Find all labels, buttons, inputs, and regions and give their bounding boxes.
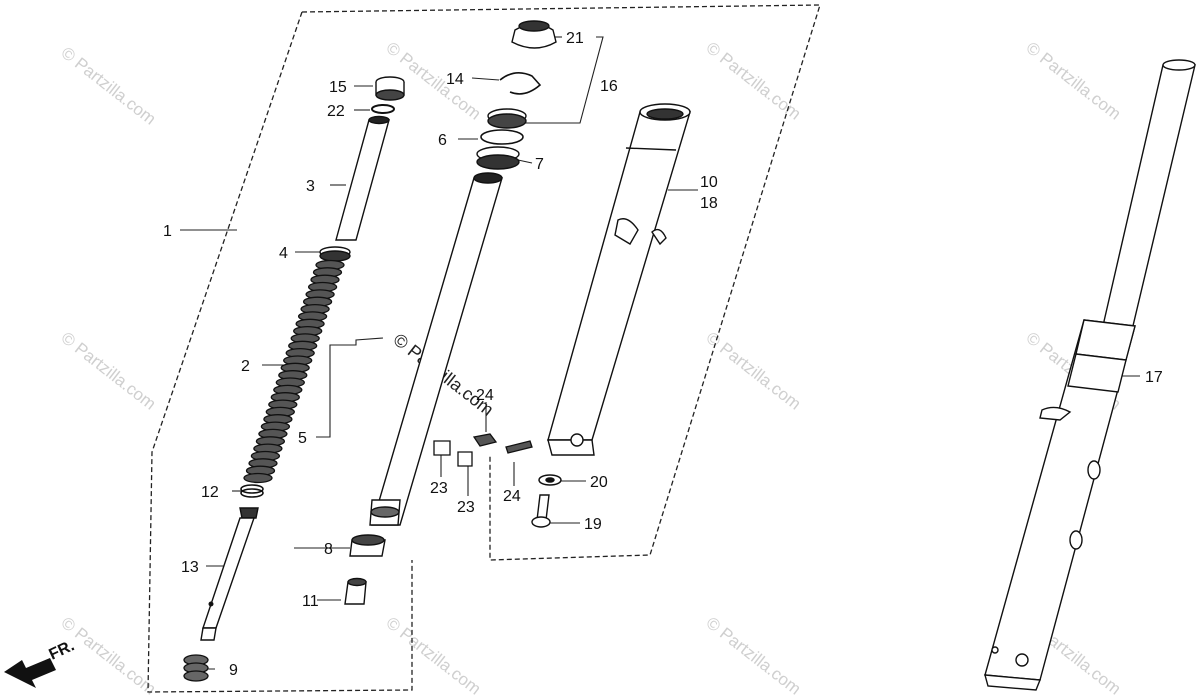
part-7-slider-bushing [476,146,520,170]
callout-12: 12 [201,484,219,501]
part-20-washer [538,474,562,486]
callout-2: 2 [241,358,250,375]
part-12-piston-ring [240,484,264,498]
callout-11: 11 [302,593,319,610]
assembly-outline [147,4,821,693]
callout-6: 6 [438,132,447,149]
callout-21: 21 [566,30,584,47]
callout-23a: 23 [430,480,448,497]
callout-24b: 24 [476,387,494,404]
callout-10: 10 [700,174,718,191]
part-11-oil-lock-piece [344,577,367,605]
watermark-1: © Partzilla.com [58,43,160,129]
callout-17: 17 [1145,369,1163,386]
callout-7: 7 [535,156,544,173]
callout-8: 8 [324,541,333,558]
front-direction-arrow: FR. [4,637,77,688]
callout-14: 14 [446,71,464,88]
callout-1: 1 [163,223,172,240]
callout-24a: 24 [503,488,521,505]
watermark-9: © Partzilla.com [383,613,485,699]
part-6-backup-ring [480,129,524,145]
callout-20: 20 [590,474,608,491]
part-14-stopper-ring [499,72,542,95]
part-9-rebound-spring [183,654,209,682]
part-15-cap-bolt [375,76,405,101]
watermark-4: © Partzilla.com [1023,38,1125,124]
part-3-spacer-tube [335,115,390,241]
callout-3: 3 [306,178,315,195]
callout-9: 9 [229,662,238,679]
watermark-10: © Partzilla.com [703,613,805,699]
part-16-oil-seal [487,108,527,129]
part-21-dust-seal [511,20,557,49]
part-8-pipe-bushing [349,534,386,557]
part-2-fork-spring [243,259,345,484]
watermark-5: © Partzilla.com [58,328,160,414]
part-10-fork-slider [547,103,691,456]
callouts: 1 2 3 4 5 6 7 8 9 10 11 12 13 14 15 16 1… [163,30,1163,679]
part-4-spring-seat [319,246,351,262]
part-22-o-ring [371,104,395,114]
callout-16: 16 [600,78,618,95]
callout-18: 18 [700,195,718,212]
watermark-3: © Partzilla.com [703,38,805,124]
part-19-socket-bolt [531,494,551,528]
callout-13: 13 [181,559,199,576]
part-23-24-bolts [433,433,533,467]
callout-5: 5 [298,430,307,447]
part-5-fork-pipe [369,172,503,526]
watermark-6: © Partzilla.com [703,328,805,414]
part-13-damper-rod [200,507,259,641]
callout-23b: 23 [457,499,475,516]
callout-15: 15 [329,79,347,96]
callout-19: 19 [584,516,602,533]
watermark-8: © Partzilla.com [58,613,160,699]
callout-4: 4 [279,245,288,262]
callout-22: 22 [327,103,345,120]
part-17-fork-leg-assembly [984,59,1196,691]
spring-coil [243,472,273,484]
front-label: FR. [47,637,78,663]
